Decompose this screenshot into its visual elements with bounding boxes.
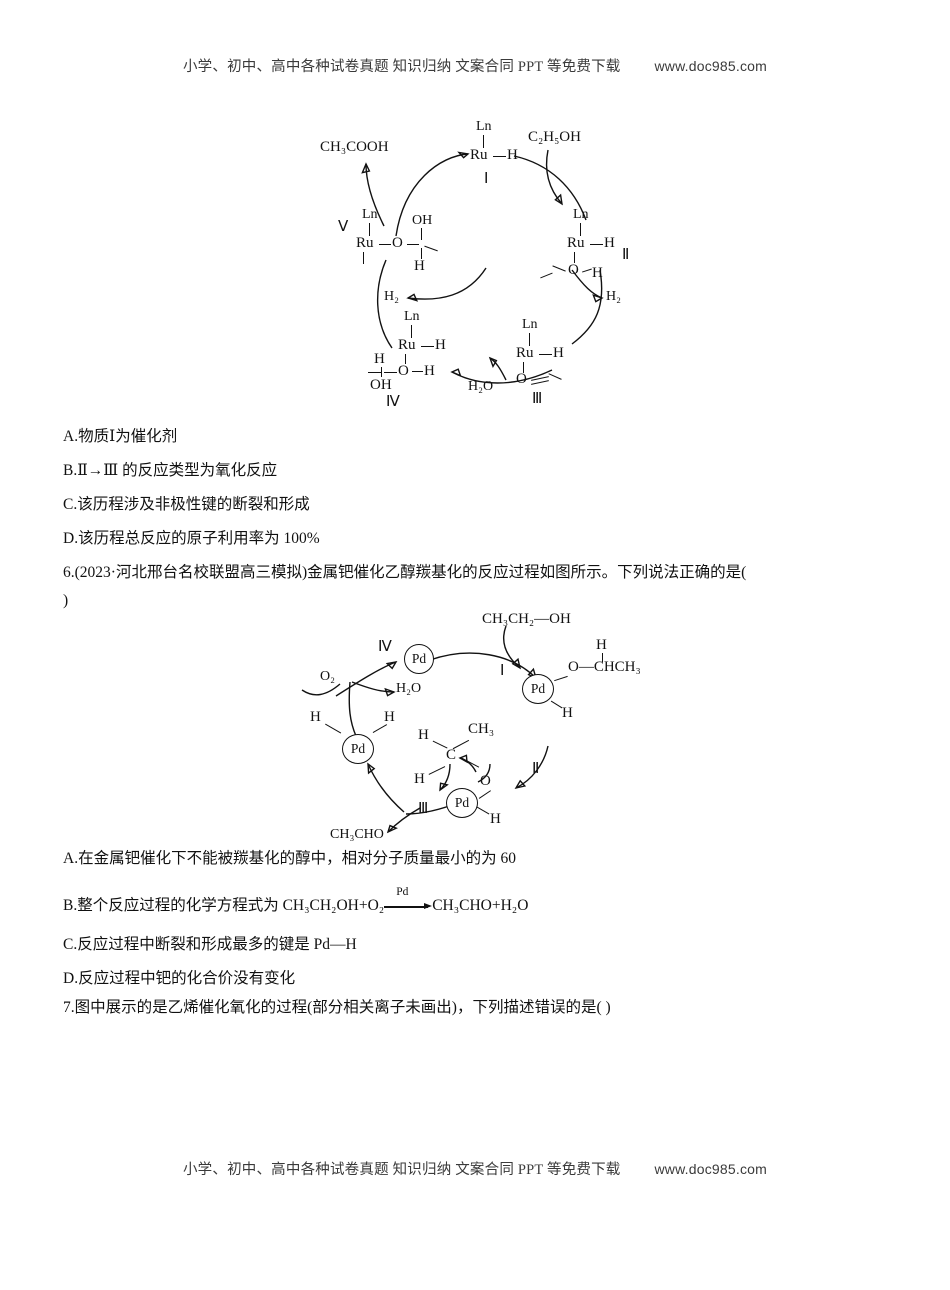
label-structure-1: Ⅰ xyxy=(484,171,489,187)
page-footer: 小学、初中、高中各种试卷真题 知识归纳 文案合同 PPT 等免费下载 www.do… xyxy=(0,1158,950,1179)
pd-center-top: Pd xyxy=(404,644,434,674)
header-url: www.doc985.com xyxy=(654,58,768,74)
q6-option-a: A.在金属钯催化下不能被羰基化的醇中，相对分子质量最小的为 60 xyxy=(63,850,516,867)
hydroxyl-5: OH xyxy=(412,213,433,228)
ligand-ln-3: Ln xyxy=(522,317,538,332)
product-acetaldehyde: CH₃CHO xyxy=(330,827,384,842)
label-structure-5: Ⅴ xyxy=(338,219,349,235)
q5-option-c: C.该历程涉及非极性键的断裂和形成 xyxy=(63,496,310,513)
upper-h-pd1: H xyxy=(596,637,607,653)
q6-option-c: C.反应过程中断裂和形成最多的键是 Pd—H xyxy=(63,936,357,953)
reaction-arrow: Pd xyxy=(384,886,433,915)
oxygen-5: O xyxy=(392,235,403,251)
q6-option-b-prefix: B.整个反应过程的化学方程式为 CH₃CH₂OH+O₂ xyxy=(63,897,385,914)
upper-h-4: H xyxy=(374,351,385,367)
left-h-dihydride: H xyxy=(310,709,321,725)
byproduct-h2-right: H₂ xyxy=(606,289,621,304)
label-structure-2: Ⅱ xyxy=(622,247,630,263)
hydride-h-1: H xyxy=(507,147,518,163)
ligand-ln-1: Ln xyxy=(476,119,492,134)
bonded-h-2: H xyxy=(592,265,603,281)
hydride-h-3: H xyxy=(553,345,564,361)
label-pd-4: Ⅳ xyxy=(378,639,392,655)
pd-cycle-arcs xyxy=(301,625,549,834)
q5-option-a: A.物质Ⅰ为催化剂 xyxy=(63,428,178,445)
right-h-dihydride: H xyxy=(384,709,395,725)
header-text: 小学、初中、高中各种试卷真题 知识归纳 文案合同 PPT 等免费下载 xyxy=(182,59,621,75)
cycle-arcs xyxy=(361,149,604,384)
hydride-h-4: H xyxy=(435,337,446,353)
bonded-h-4: H xyxy=(424,363,435,379)
reactant-water: H₂O xyxy=(468,379,494,394)
q5-option-b: B.Ⅱ→Ⅲ 的反应类型为氧化反应 xyxy=(63,462,278,479)
metal-ru-5: Ru xyxy=(356,235,374,251)
label-pd-3: Ⅲ xyxy=(418,801,429,817)
reactant-dioxygen: O₂ xyxy=(320,669,335,684)
label-pd-2: Ⅱ xyxy=(532,761,540,777)
hydroxyl-4: OH xyxy=(370,377,392,393)
metal-ru-2: Ru xyxy=(567,235,585,251)
hydride-h-pd1: H xyxy=(562,705,573,721)
reactant-ethanol-pd: CH₃CH₂—OH xyxy=(482,611,571,627)
oxygen-2: O xyxy=(568,262,579,278)
oxygen-4: O xyxy=(398,363,409,379)
reactant-ethanol: C₂H₅OH xyxy=(528,129,581,145)
oxygen-3: O xyxy=(516,371,527,387)
pd-center-1: Pd xyxy=(522,674,554,704)
ruthenium-cycle-diagram: CH₃COOH C₂H₅OH Ln Ru H Ⅰ Ln Ru H O H Ⅱ xyxy=(300,120,660,410)
alkoxide-group-1: O—CHCH₃ xyxy=(568,659,641,675)
lower-h-5: H xyxy=(414,258,425,274)
oxygen-pd3: O xyxy=(480,773,491,789)
ligand-ln-5: Ln xyxy=(362,207,378,222)
metal-ru-3: Ru xyxy=(516,345,534,361)
ligand-ln-4: Ln xyxy=(404,309,420,324)
footer-text: 小学、初中、高中各种试卷真题 知识归纳 文案合同 PPT 等免费下载 xyxy=(182,1162,621,1178)
q6-stem-line1: 6.(2023·河北邢台名校联盟高三模拟)金属钯催化乙醇羰基化的反应过程如图所示… xyxy=(63,564,747,581)
page-header: 小学、初中、高中各种试卷真题 知识归纳 文案合同 PPT 等免费下载 www.do… xyxy=(0,55,950,76)
q6-option-d: D.反应过程中钯的化合价没有变化 xyxy=(63,970,296,987)
carbon-pd3: C xyxy=(446,747,457,763)
product-water-pd: H₂O xyxy=(396,681,422,696)
q7-stem: 7.图中展示的是乙烯催化氧化的过程(部分相关离子未画出)，下列描述错误的是( ) xyxy=(63,999,611,1016)
metal-ru-1: Ru xyxy=(470,147,488,163)
product-acetic-acid: CH₃COOH xyxy=(320,139,389,155)
palladium-cycle-diagram: CH₃CH₂—OH O₂ H₂O CH₃CHO Ⅳ Ⅰ Ⅱ Ⅲ Pd Pd O—… xyxy=(300,611,660,842)
label-structure-3: Ⅲ xyxy=(532,391,543,407)
pd-center-dihydride: Pd xyxy=(342,734,374,764)
byproduct-h2-left: H₂ xyxy=(384,289,399,304)
methyl-pd3: CH₃ xyxy=(468,721,495,737)
q6-option-b-suffix: CH₃CHO+H₂O xyxy=(432,897,529,914)
q6-stem-line2: ) xyxy=(63,592,69,609)
arrow-shaft xyxy=(384,906,429,908)
lower-h-pd3: H xyxy=(414,771,425,787)
q5-option-d: D.该历程总反应的原子利用率为 100% xyxy=(63,530,320,547)
label-structure-4: Ⅳ xyxy=(386,394,400,410)
metal-ru-4: Ru xyxy=(398,337,416,353)
arrow-head xyxy=(424,902,433,909)
footer-url: www.doc985.com xyxy=(654,1161,768,1177)
label-pd-1: Ⅰ xyxy=(500,663,505,679)
hydride-h-2: H xyxy=(604,235,615,251)
upper-h-pd3: H xyxy=(418,727,429,743)
catalyst-label: Pd xyxy=(396,885,409,898)
hydride-h-pd3: H xyxy=(490,811,501,827)
ligand-ln-2: Ln xyxy=(573,207,589,222)
pd-center-3: Pd xyxy=(446,788,478,818)
